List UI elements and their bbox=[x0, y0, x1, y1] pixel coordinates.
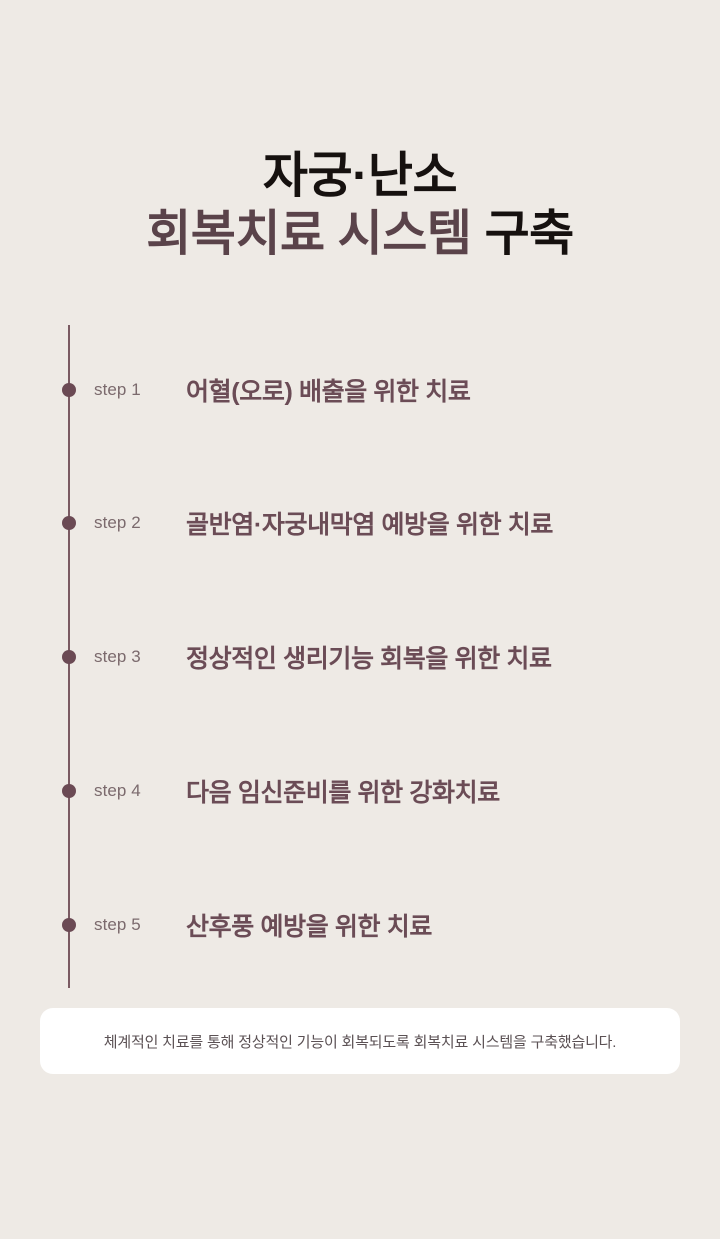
title-strong-text: 구축 bbox=[484, 206, 575, 261]
timeline-dot-icon bbox=[62, 383, 76, 397]
step-title-label: 골반염·자궁내막염 예방을 위한 치료 bbox=[186, 511, 554, 539]
treatment-timeline: step 1 어혈(오로) 배출을 위한 치료 step 2 골반염·자궁내막염… bbox=[0, 325, 720, 990]
step-title-label: 어혈(오로) 배출을 위한 치료 bbox=[186, 378, 471, 406]
step-index-label: step 1 bbox=[94, 380, 141, 399]
step-title-label: 산후풍 예방을 위한 치료 bbox=[186, 913, 432, 941]
step-index-label: step 2 bbox=[94, 513, 141, 532]
summary-caption-text: 체계적인 치료를 통해 정상적인 기능이 회복되도록 회복치료 시스템을 구축했… bbox=[103, 1033, 617, 1051]
step-index-label: step 3 bbox=[94, 647, 141, 666]
step-index-label: step 5 bbox=[94, 915, 141, 934]
timeline-step-5: step 5 산후풍 예방을 위한 치료 bbox=[0, 905, 720, 945]
page-title: 자궁·난소 회복치료 시스템 구축 bbox=[0, 149, 720, 261]
timeline-step-1: step 1 어혈(오로) 배출을 위한 치료 bbox=[0, 370, 720, 410]
timeline-dot-icon bbox=[62, 650, 76, 664]
timeline-dot-icon bbox=[62, 784, 76, 798]
timeline-step-3: step 3 정상적인 생리기능 회복을 위한 치료 bbox=[0, 637, 720, 677]
timeline-step-2: step 2 골반염·자궁내막염 예방을 위한 치료 bbox=[0, 503, 720, 543]
timeline-step-4: step 4 다음 임신준비를 위한 강화치료 bbox=[0, 771, 720, 811]
title-line-primary: 자궁·난소 bbox=[262, 149, 458, 203]
step-index-label: step 4 bbox=[94, 781, 141, 800]
timeline-dot-icon bbox=[62, 918, 76, 932]
summary-card: 체계적인 치료를 통해 정상적인 기능이 회복되도록 회복치료 시스템을 구축했… bbox=[40, 1008, 680, 1074]
title-accent-text: 회복치료 시스템 bbox=[146, 206, 472, 261]
timeline-dot-icon bbox=[62, 516, 76, 530]
title-strong-spacer bbox=[471, 207, 484, 261]
step-title-label: 정상적인 생리기능 회복을 위한 치료 bbox=[186, 645, 552, 673]
step-title-label: 다음 임신준비를 위한 강화치료 bbox=[186, 779, 500, 807]
title-line-secondary: 회복치료 시스템 구축 bbox=[0, 206, 720, 261]
